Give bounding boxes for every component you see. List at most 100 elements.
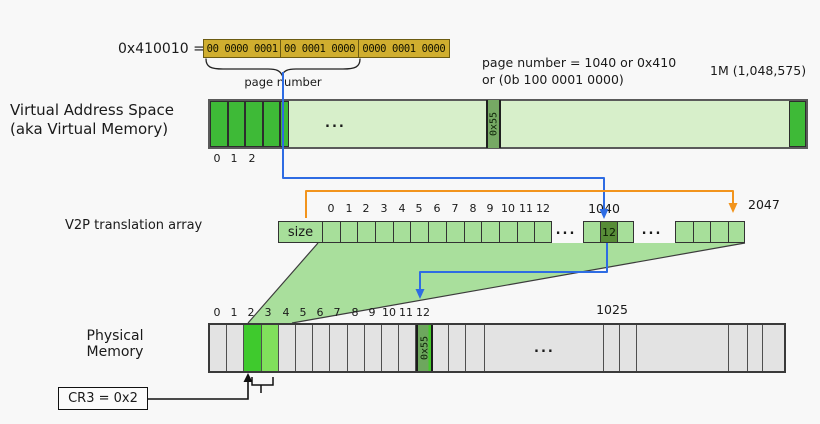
phys-page-5 [295, 325, 314, 371]
vas-tick-1: 1 [230, 152, 238, 165]
page-number-value-line1: page number = 1040 or 0x410 [482, 55, 677, 70]
phys-page-2-page-table [244, 325, 262, 371]
page-number-value-line2: or (0b 100 0001 0000) [482, 72, 624, 87]
phys-index-1: 1 [230, 306, 238, 319]
v2p-index-0: 0 [327, 202, 335, 215]
v2p-entry-1040-label: 1040 [588, 201, 620, 216]
v2p-index-5: 5 [415, 202, 423, 215]
phys-index-4: 4 [282, 306, 290, 319]
phys-page-10 [381, 325, 400, 371]
vas-ellipsis: ... [325, 116, 346, 131]
phys-page-4 [278, 325, 296, 371]
phys-page [620, 325, 638, 371]
v2p-cell [411, 222, 430, 242]
phys-page [763, 325, 784, 371]
vas-title-line2: (aka Virtual Memory) [10, 120, 169, 138]
phys-index-8: 8 [351, 306, 359, 319]
phys-page [729, 325, 749, 371]
trapezoid-right-edge [291, 242, 746, 324]
vas-page-3 [262, 101, 280, 147]
v2p-index-12: 12 [536, 202, 550, 215]
vas-tick-2: 2 [248, 152, 256, 165]
v2p-index-6: 6 [433, 202, 441, 215]
phys-page-12-cell: 0x55 [416, 325, 434, 371]
v2p-cell [618, 222, 635, 242]
phys-page-3-page-table [261, 325, 279, 371]
phys-title-line2: Memory [86, 344, 144, 360]
v2p-last-index-label: 2047 [748, 197, 780, 212]
binary-segment-mid: 00 0001 0000 [281, 40, 359, 57]
v2p-to-phys-arrow [419, 243, 608, 291]
vas-page-content-label: 0x55 [488, 111, 499, 137]
v2p-size-cell: size [279, 222, 323, 242]
phys-index-12: 12 [416, 306, 430, 319]
page-number-brace [205, 58, 361, 77]
v2p-cell [323, 222, 341, 242]
v2p-index-3: 3 [380, 202, 388, 215]
v2p-cell [358, 222, 377, 242]
v2p-cell [711, 222, 729, 242]
phys-page-7 [330, 325, 348, 371]
v2p-index-11: 11 [519, 202, 533, 215]
vas-page-1 [227, 101, 245, 147]
cr3-connector-line [148, 380, 249, 400]
v2p-cell [694, 222, 711, 242]
v2p-cell [518, 222, 536, 242]
v2p-index-1: 1 [345, 202, 353, 215]
cr3-arrowhead [243, 373, 253, 382]
phys-page-6 [313, 325, 331, 371]
phys-page [433, 325, 450, 371]
phys-page [604, 325, 621, 371]
phys-title: Physical Memory [60, 328, 170, 360]
v2p-cell [729, 222, 747, 242]
v2p-index-8: 8 [469, 202, 477, 215]
blue-arrowhead-2 [415, 289, 425, 299]
v2p-cell [341, 222, 359, 242]
binary-address-box: 00 0000 0001 00 0001 0000 0000 0001 0000 [203, 39, 450, 58]
phys-ellipsis: ... [534, 340, 555, 356]
phys-index-7: 7 [333, 306, 341, 319]
v2p-array-tail-segment [675, 221, 745, 243]
phys-highlight-index-label: 1025 [596, 302, 628, 317]
v2p-cell [447, 222, 465, 242]
v2p-title: V2P translation array [65, 218, 203, 233]
cr3-label: CR3 = 0x2 [68, 391, 138, 406]
phys-page-9 [364, 325, 382, 371]
physical-memory-bar: 0x55 ... [208, 323, 786, 373]
phys-pages-ellipsis-region: ... [485, 325, 605, 371]
v2p-cell [676, 222, 694, 242]
phys-page-1 [227, 325, 245, 371]
phys-page-11 [399, 325, 417, 371]
v2p-cell [482, 222, 500, 242]
v2p-cell [429, 222, 447, 242]
v2p-index-9: 9 [486, 202, 494, 215]
v2p-cell [465, 222, 483, 242]
v2p-ellipsis-2: ... [641, 223, 663, 238]
vas-page-2 [245, 101, 263, 147]
phys-index-11: 11 [399, 306, 413, 319]
v2p-cell [376, 222, 394, 242]
vas-page-4-partial [280, 101, 289, 147]
phys-index-3: 3 [264, 306, 272, 319]
vas-max-pages-label: 1M (1,048,575) [710, 63, 807, 78]
v2p-cell [394, 222, 412, 242]
cr3-register-box: CR3 = 0x2 [58, 387, 148, 410]
v2p-array-head-segment: size [278, 221, 552, 243]
vas-title-line1: Virtual Address Space [10, 101, 174, 119]
v2p-array-1040-segment: 12 [583, 221, 634, 243]
phys-page-8 [347, 325, 365, 371]
phys-index-10: 10 [382, 306, 396, 319]
v2p-index-2: 2 [362, 202, 370, 215]
v2p-index-10: 10 [501, 202, 515, 215]
virtual-address-label: 0x410010 = [118, 41, 205, 57]
phys-index-0: 0 [213, 306, 221, 319]
binary-segment-offset: 0000 0001 0000 [362, 42, 446, 55]
phys-page-content-label: 0x55 [419, 335, 431, 361]
v2p-index-7: 7 [451, 202, 459, 215]
v2p-cell [584, 222, 601, 242]
vas-page-1040-cell: 0x55 [486, 100, 501, 148]
vas-last-page [789, 101, 806, 147]
phys-page [748, 325, 764, 371]
v2p-entry-1040-value-cell: 12 [601, 222, 618, 242]
page-table-span-bracket [251, 377, 274, 393]
